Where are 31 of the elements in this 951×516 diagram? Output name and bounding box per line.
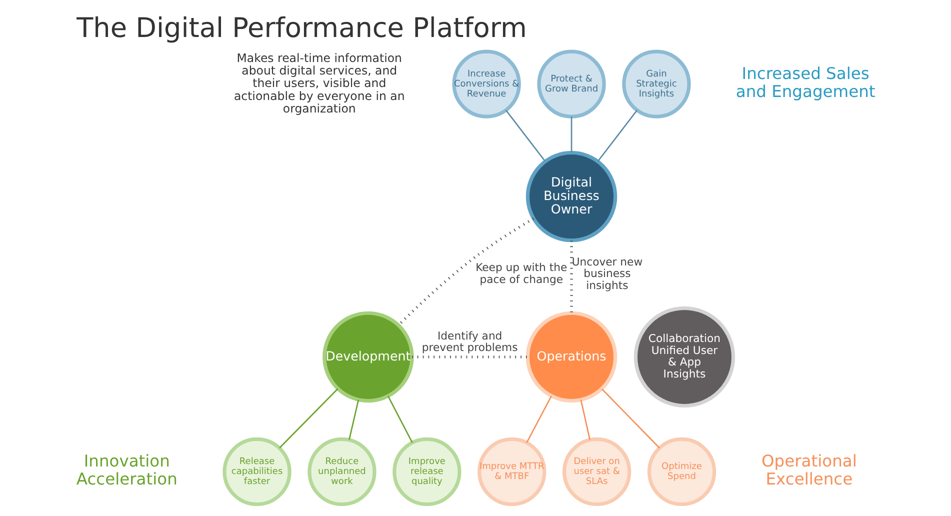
node-circle: Improve MTTR & MTBF [478,437,546,506]
connector [526,396,552,443]
node-circle: Reduce unplanned work [308,437,376,506]
edge-label: Uncover new business insights [572,255,643,292]
node-circle: Protect & Grow Brand [537,50,606,118]
diagram-title: The Digital Performance Platform [76,13,527,44]
node-circle: Development [322,311,414,403]
edge-label: Identify and prevent problems [422,329,518,354]
connector [387,396,413,443]
node-circle: Optimize Spend [647,437,716,506]
connector [597,110,638,162]
connector [506,110,546,162]
node-circle: Digital Business Owner [526,150,618,242]
label: Increased Sales and Engagement [736,64,876,102]
node-circle: Collaboration Unified User & App Insights [634,306,736,408]
node-circle: Increase Conversions & Revenue [452,50,521,118]
connector [570,116,572,152]
connector [348,400,360,440]
connector [580,400,590,440]
connector [601,388,660,448]
label: Innovation Acceleration [76,452,178,489]
node-circle: Improve release quality [392,437,462,506]
node-circle: Deliver on user sat & SLAs [562,437,632,506]
connector [398,217,534,326]
node-circle: Gain Strategic Insights [622,50,691,118]
connector [279,388,338,448]
label: Operational Excellence [762,452,857,489]
node-circle: Operations [526,311,618,403]
label: Makes real-time information about digital services, and their users, visible and actionable by everyone in an organization [234,50,405,116]
edge-label: Keep up with the pace of change [476,261,568,286]
node-circle: Release capabilities faster [222,437,292,506]
